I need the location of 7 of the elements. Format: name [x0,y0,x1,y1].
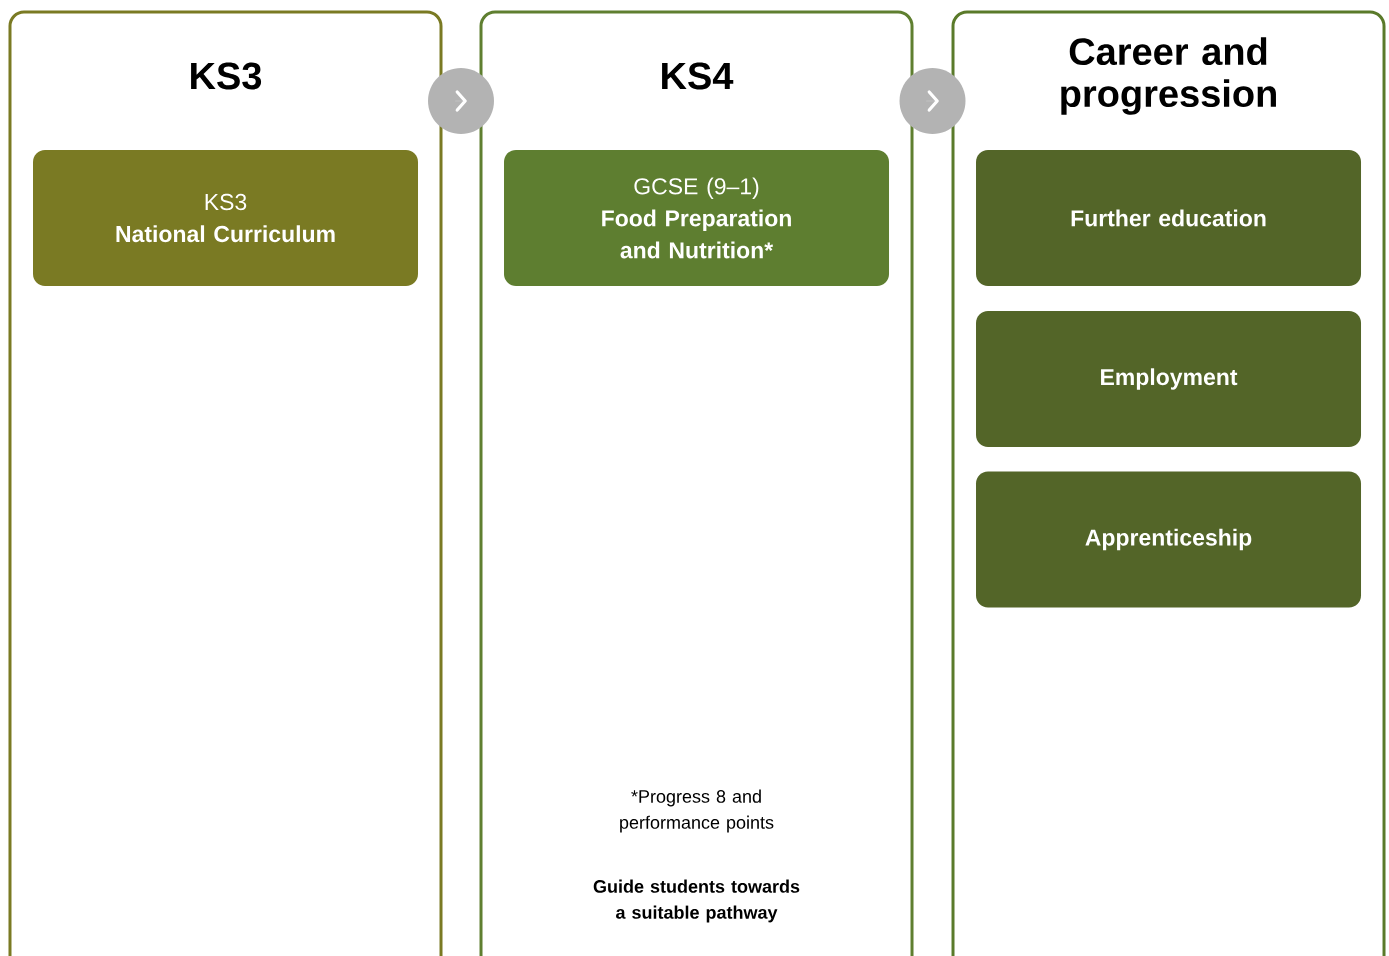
pathway-box: Further education [976,150,1361,286]
chevron-arrow [899,68,966,134]
pathway-box: Employment [976,311,1361,447]
pathway-box: KS3 National Curriculum [33,150,418,286]
pathway-box: Apprenticeship [976,471,1361,608]
chevron-arrow [428,68,494,134]
pathway-box: GCSE (9–1) Food Preparation and Nutrition* [504,150,889,286]
